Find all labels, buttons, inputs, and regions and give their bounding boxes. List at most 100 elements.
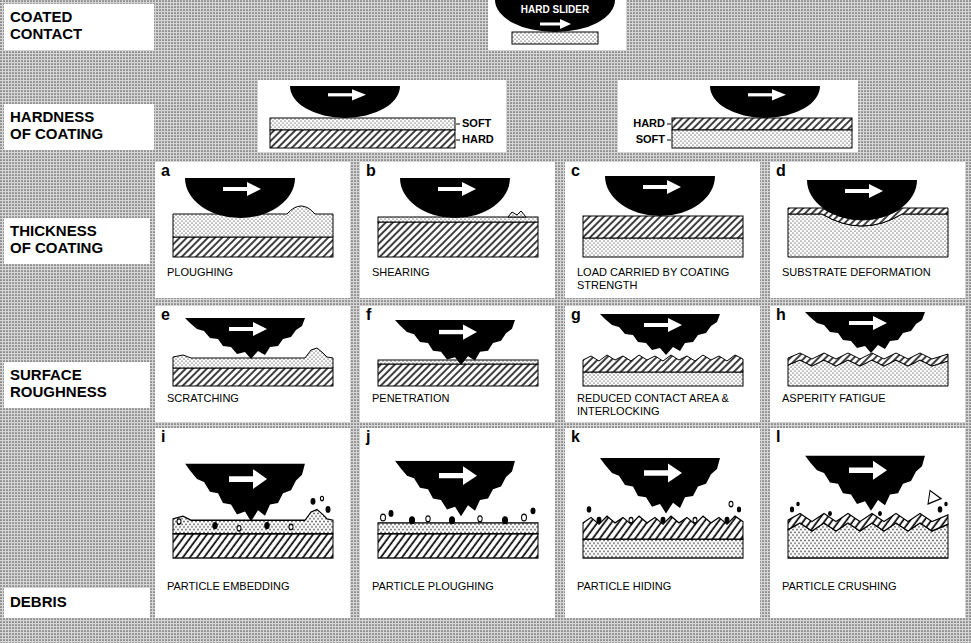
panel-ground (565, 428, 760, 618)
panel-grounds (155, 162, 965, 618)
penetration-figure (378, 320, 538, 386)
hard-substrate (173, 534, 333, 558)
debris-particle (326, 507, 330, 512)
crushed-particle (928, 491, 941, 505)
panel-ground (360, 428, 555, 618)
rough-slider (805, 455, 925, 510)
mechanism-panel: kPARTICLE HIDING (565, 428, 760, 618)
shearing-figure (378, 178, 538, 257)
hard-substrate (378, 364, 538, 386)
rough-slider (185, 318, 305, 359)
debris-particle (587, 507, 591, 512)
debris-particle (829, 512, 832, 516)
mechanism-panel: dSUBSTRATE DEFORMATION (770, 162, 965, 298)
panel-ground (155, 306, 350, 422)
panel-letter: e (161, 307, 170, 323)
panel-caption: PARTICLE PLOUGHING (372, 580, 548, 593)
layer-label: HARD (622, 117, 665, 129)
hard-slider (400, 178, 510, 218)
debris-particle (450, 517, 455, 524)
debris-particle (381, 514, 386, 521)
panel-caption: ASPERITY FATIGUE (782, 392, 958, 405)
row-heading: SURFACE ROUGHNESS (10, 367, 114, 400)
debris-particle (410, 517, 415, 524)
particle-ploughing-figure (378, 461, 538, 558)
slider-label: HARD SLIDER (515, 4, 595, 15)
panel-ground (360, 162, 555, 298)
debris-particle (389, 511, 393, 516)
row-heading: THICKNESS OF COATING (10, 223, 114, 256)
rough-slider (185, 464, 305, 522)
debris-particle (522, 514, 527, 521)
soft-substrate (583, 238, 743, 257)
panel-ground (360, 306, 555, 422)
debris-particle (737, 507, 740, 511)
panel-ground (770, 428, 965, 618)
soft-substrate (583, 539, 743, 558)
panel-letter: b (366, 163, 376, 179)
panel-caption: SUBSTRATE DEFORMATION (782, 266, 958, 279)
mechanism-panel: iPARTICLE EMBEDDING (155, 428, 350, 618)
soft-coating (378, 523, 538, 534)
sheared-film (508, 211, 526, 217)
hard-slider (605, 176, 715, 216)
leader-line (456, 124, 460, 125)
leader-line (667, 140, 671, 141)
rough-slider (600, 314, 720, 355)
ploughing-figure (173, 178, 333, 257)
row-heading: DEBRIS (10, 594, 114, 611)
panel-letter: j (366, 429, 370, 445)
hard-substrate (173, 368, 333, 386)
soft-coating (270, 118, 455, 130)
debris-particle (503, 517, 508, 524)
panel-caption: PARTICLE HIDING (577, 580, 753, 593)
row-heading: COATED CONTACT (10, 9, 114, 42)
hard-substrate (270, 130, 455, 148)
debris-particle (797, 502, 799, 505)
panel-caption: PLOUGHING (167, 266, 343, 279)
debris-particle (531, 508, 535, 513)
debris-particle (265, 523, 269, 529)
layer-label: SOFT (622, 133, 665, 145)
panel-letter: k (571, 429, 580, 445)
hard-coating (788, 353, 948, 366)
label-ground (4, 4, 154, 50)
sample-ground (618, 80, 858, 152)
debris-particle (177, 519, 181, 524)
hard-substrate (378, 222, 538, 257)
hard-substrate (378, 534, 538, 558)
panel-caption: SHEARING (372, 266, 548, 279)
mechanism-panel: eSCRATCHING (155, 306, 350, 422)
panel-letter: d (776, 163, 786, 179)
crushing-figure (788, 455, 948, 558)
panel-ground (565, 306, 760, 422)
mechanism-panel: hASPERITY FATIGUE (770, 306, 965, 422)
debris-particle (879, 512, 882, 516)
rough-slider (600, 458, 720, 513)
debris-particle (426, 516, 430, 522)
debris-particle (729, 501, 733, 506)
deformation-figure (788, 180, 948, 257)
rough-slider (395, 461, 515, 516)
debris-particle (289, 524, 293, 529)
rough-slider (395, 320, 515, 365)
motion-arrow (560, 19, 571, 29)
sample-ground (488, 0, 626, 50)
label-ground (4, 588, 150, 618)
coated-sample (512, 32, 598, 44)
mechanism-panel: cLOAD CARRIED BY COATING STRENGTH (565, 162, 760, 298)
hard-slider (185, 178, 295, 218)
debris-particle (320, 496, 323, 500)
debris-particle (478, 516, 482, 522)
mechanism-panel: lPARTICLE CRUSHING (770, 428, 965, 618)
hard-slider (807, 180, 917, 220)
hard-substrate (173, 237, 333, 257)
debris-particle (938, 507, 942, 512)
panel-caption: SCRATCHING (167, 392, 343, 405)
scratching-figure (173, 318, 333, 386)
panel-letter: f (366, 307, 371, 323)
label-ground (4, 362, 150, 408)
rough-slider (805, 312, 925, 353)
panel-letter: a (161, 163, 170, 179)
